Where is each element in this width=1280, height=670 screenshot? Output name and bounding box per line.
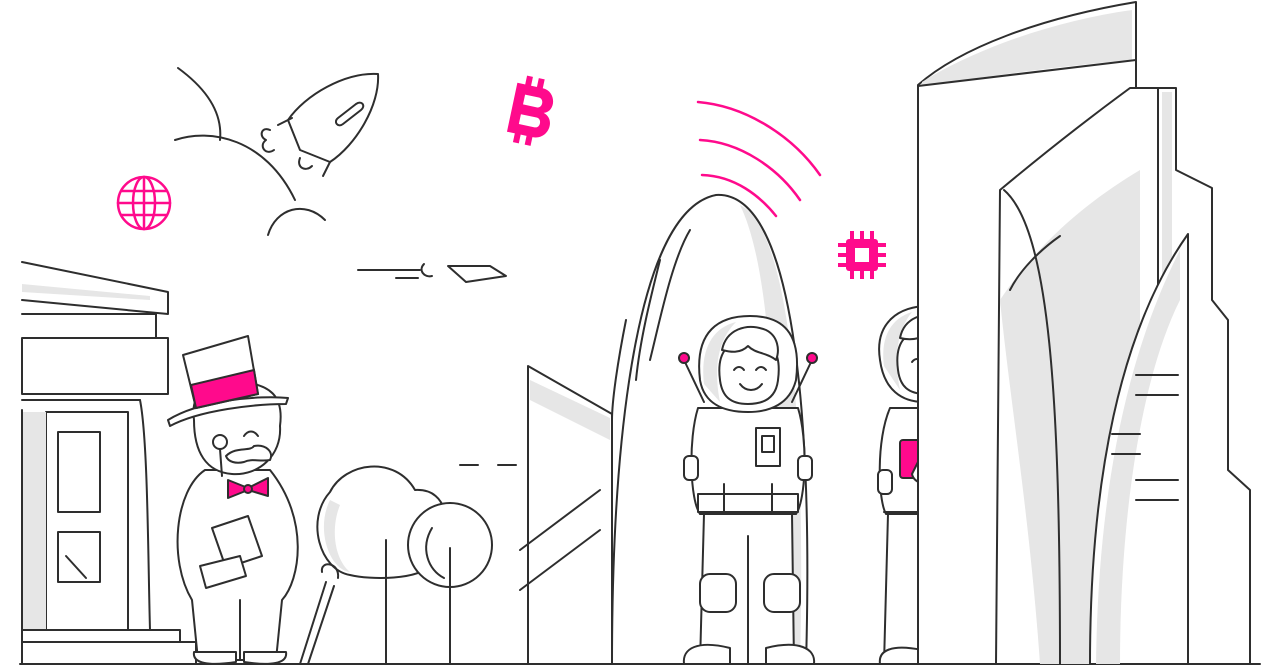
tycoon-character — [167, 335, 340, 665]
wifi-signal-icon — [696, 100, 822, 218]
rocket-icon — [260, 72, 380, 177]
chip-icon — [838, 231, 886, 279]
bitcoin-icon — [506, 75, 554, 146]
speed-lines — [357, 263, 507, 283]
cloud-doodles — [174, 67, 326, 236]
skyscraper — [917, 1, 1251, 665]
tree — [316, 465, 493, 665]
low-building — [459, 365, 613, 665]
globe-icon — [116, 175, 172, 231]
astronaut-with-antennas — [678, 315, 818, 665]
bank-building — [21, 261, 197, 665]
